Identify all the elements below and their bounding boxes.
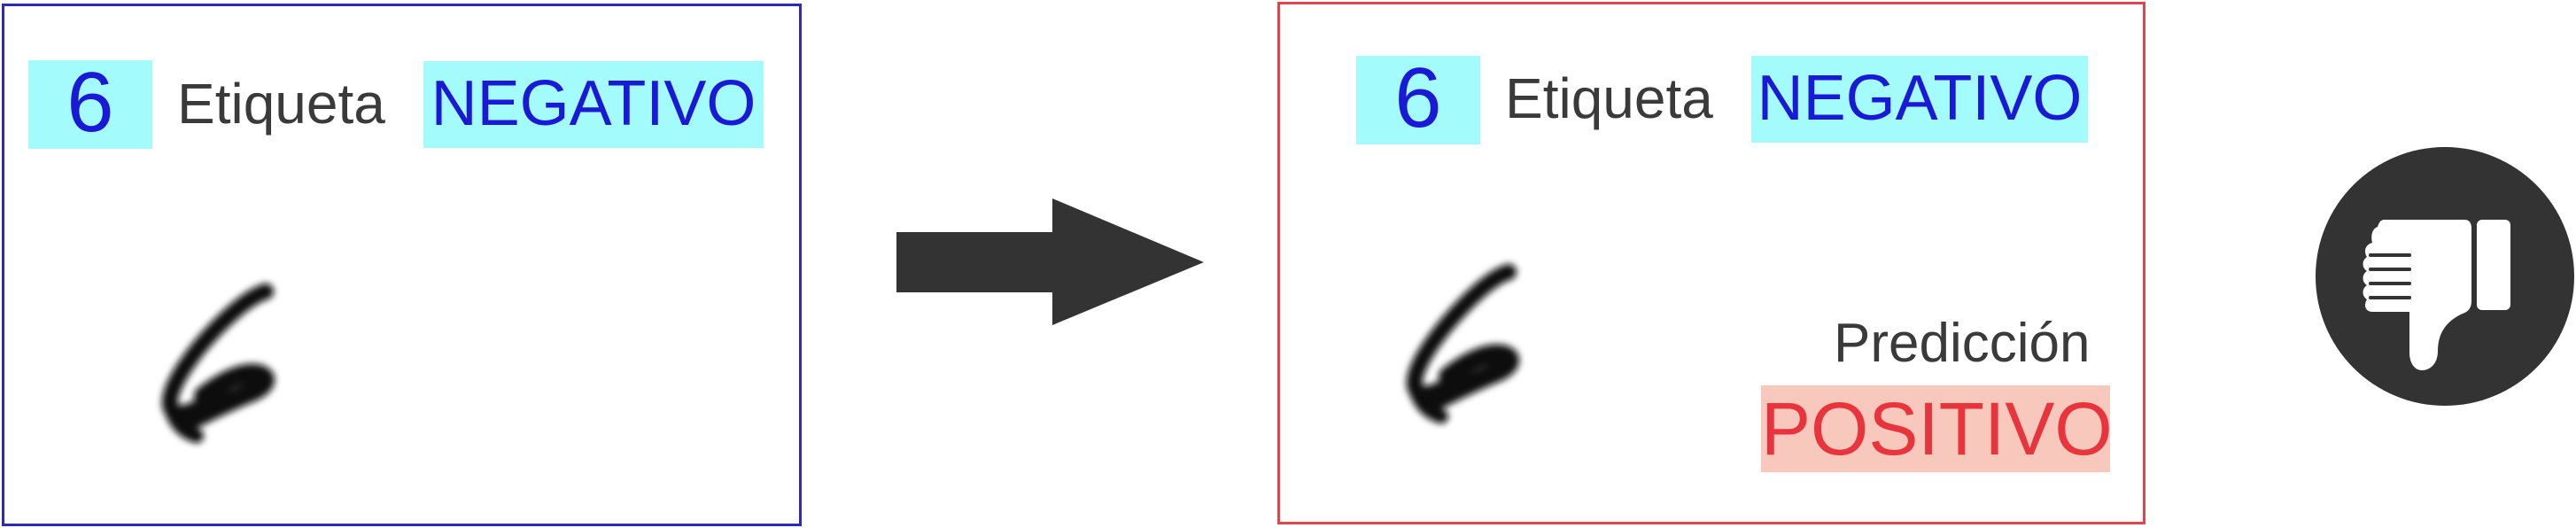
- prediction-caption: Predicción: [1834, 313, 2091, 374]
- digit-image: [1406, 264, 1519, 423]
- digit-image: [161, 283, 275, 443]
- input-panel: 6 Etiqueta NEGATIVO: [2, 4, 802, 526]
- arrow-right-icon: [896, 198, 1204, 325]
- digit-badge: 6: [1356, 56, 1480, 144]
- label-caption: Etiqueta: [1505, 66, 1713, 130]
- label-value-badge: NEGATIVO: [1751, 56, 2088, 143]
- label-caption: Etiqueta: [177, 72, 385, 136]
- prediction-value-badge: POSITIVO: [1761, 385, 2113, 472]
- label-value-badge: NEGATIVO: [423, 61, 764, 148]
- thumbs-down-icon: [2316, 147, 2574, 406]
- digit-badge: 6: [28, 60, 152, 149]
- prediction-panel: 6 Etiqueta NEGATIVO Predicción POSITIVO: [1277, 2, 2145, 524]
